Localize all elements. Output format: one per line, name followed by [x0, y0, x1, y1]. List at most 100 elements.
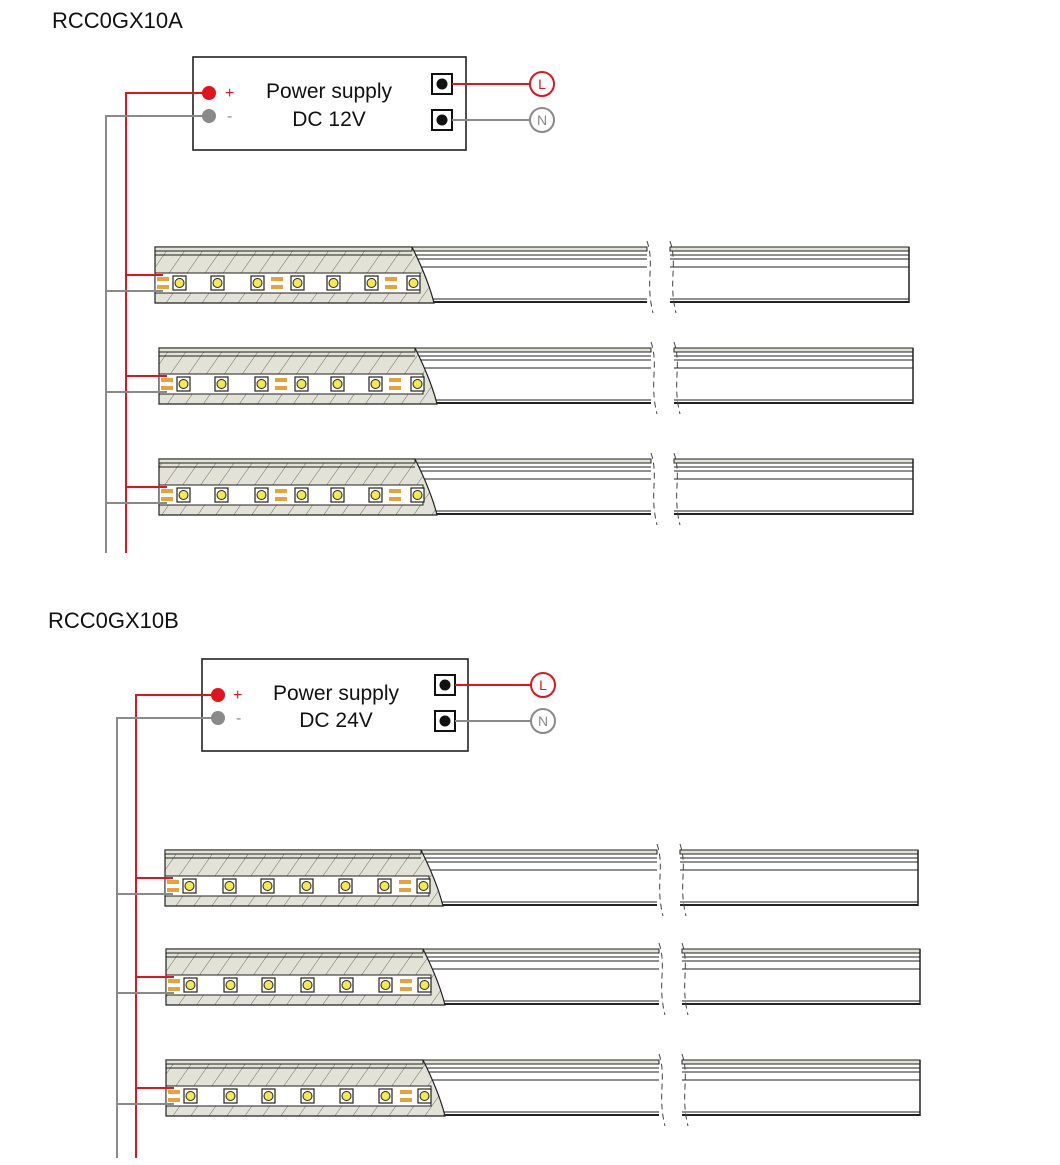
resistor [275, 497, 287, 501]
resistor [399, 880, 411, 884]
strips-b [117, 843, 921, 1127]
resistor [275, 489, 287, 493]
resistor [275, 378, 287, 382]
power-supply-voltage: DC 24V [299, 709, 373, 732]
pcb-band [154, 272, 421, 294]
break-mark [681, 942, 689, 1016]
led-emitter [341, 1091, 352, 1101]
power-supply-label: Power supply [273, 682, 400, 705]
led-emitter [225, 980, 236, 990]
led-emitter [185, 980, 196, 990]
led-emitter [262, 881, 273, 891]
neutral-symbol [529, 107, 555, 133]
led-emitter [292, 278, 303, 288]
led-emitter [184, 881, 195, 891]
led-emitter [412, 490, 423, 500]
cutaway-top-rail [165, 948, 424, 954]
led-emitter [370, 379, 381, 389]
minus-sign: - [227, 108, 232, 125]
resistor [389, 378, 401, 382]
resistor [400, 979, 412, 983]
resistor [389, 386, 401, 390]
profile-bottom-rail [674, 402, 913, 404]
break-mark [650, 341, 658, 415]
led-emitter [225, 1091, 236, 1101]
led-emitter [328, 278, 339, 288]
profile-bottom-rail [412, 301, 647, 303]
resistor [161, 378, 173, 382]
bus-wires-b [116, 694, 218, 1158]
negative-bus-wire [105, 115, 209, 553]
led-emitter [379, 881, 390, 891]
resistor [275, 386, 287, 390]
led-emitter [224, 881, 235, 891]
strip-3 [106, 452, 914, 526]
profile-top-rail [681, 948, 921, 954]
break-mark [656, 843, 664, 917]
led-emitter [178, 379, 189, 389]
plus-sign: + [233, 687, 242, 704]
led-emitter [366, 278, 377, 288]
profile-top-rail [673, 347, 914, 353]
diagram-b: RCC0GX10B Power supply DC 24V + - L N [48, 608, 921, 1158]
break-mark [681, 1053, 689, 1127]
power-supply-b: Power supply DC 24V + - L N [201, 658, 556, 752]
led-emitter [263, 980, 274, 990]
profile-top-rail [411, 246, 648, 252]
resistor [385, 277, 397, 281]
cutaway-top-rail [164, 849, 422, 855]
neutral-label: N [537, 112, 547, 128]
profile-top-rail [673, 458, 914, 464]
led-emitter [370, 490, 381, 500]
led-emitter [332, 379, 343, 389]
led-emitter [380, 1091, 391, 1101]
cutaway-top-rail [154, 246, 413, 252]
resistor [389, 497, 401, 501]
strip-1 [106, 240, 910, 314]
profile-bottom-rail [415, 402, 651, 404]
led-emitter [252, 278, 263, 288]
led-emitter [178, 490, 189, 500]
cutaway-top-rail [158, 347, 416, 353]
live-label: L [539, 677, 547, 693]
terminal-dot [439, 679, 451, 691]
led-emitter [263, 1091, 274, 1101]
diagram-a-title: RCC0GX10A [52, 8, 183, 33]
pcb-band [158, 373, 424, 395]
resistor [168, 987, 180, 991]
resistor [167, 888, 179, 892]
led-emitter [216, 490, 227, 500]
terminal-dot [436, 114, 448, 126]
resistor [168, 1098, 180, 1102]
resistor [385, 285, 397, 289]
resistor [389, 489, 401, 493]
resistor [168, 1090, 180, 1094]
resistor [400, 1090, 412, 1094]
led-emitter [340, 881, 351, 891]
power-supply-box [192, 56, 467, 151]
live-label: L [538, 76, 546, 92]
profile-top-rail [669, 246, 910, 252]
strip-1 [117, 843, 919, 917]
strip-2 [106, 341, 914, 415]
break-mark [673, 452, 681, 526]
minus-sign: - [236, 710, 241, 727]
pcb-band [158, 484, 424, 506]
resistor [400, 987, 412, 991]
break-mark [646, 240, 654, 314]
diagram-b-title: RCC0GX10B [48, 608, 179, 633]
positive-bus-wire [125, 92, 209, 553]
led-emitter [412, 379, 423, 389]
led-emitter [256, 379, 267, 389]
strip-3 [117, 1053, 921, 1127]
resistor [157, 285, 169, 289]
profile-bottom-rail [670, 301, 909, 303]
led-emitter [302, 1091, 313, 1101]
profile-bottom-rail [682, 1003, 920, 1005]
led-emitter [302, 980, 313, 990]
profile-top-rail [422, 1059, 660, 1065]
led-emitter [185, 1091, 196, 1101]
led-emitter [341, 980, 352, 990]
positive-bus-wire [135, 694, 218, 1158]
